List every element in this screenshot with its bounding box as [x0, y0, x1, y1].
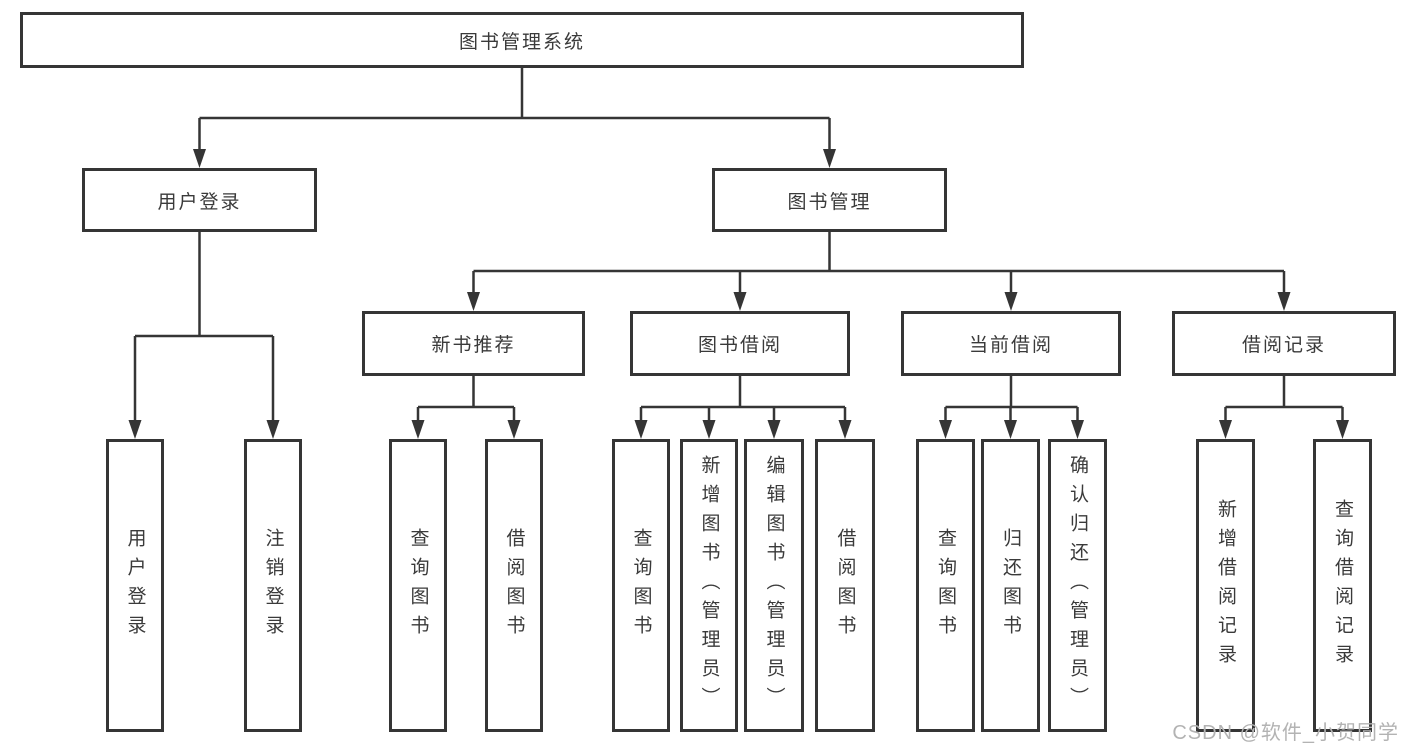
- node-label: 新书推荐: [431, 335, 516, 356]
- leaf-label: 查询借阅记录: [1332, 498, 1353, 673]
- leaf-label: 编辑图书（管理员）: [763, 455, 785, 716]
- leaf-logout: 注销登录: [244, 439, 302, 732]
- leaf-add-borrow-record: 新增借阅记录: [1196, 439, 1255, 732]
- connector-current-borrow-leaves: [944, 376, 1079, 425]
- node-label: 图书借阅: [697, 335, 782, 356]
- leaf-borrow-books: 借阅图书: [815, 439, 875, 732]
- node-new-book-recommend: 新书推荐: [362, 311, 585, 376]
- node-user-login: 用户登录: [82, 168, 317, 232]
- connector-book-mgmt-level3: [472, 232, 1286, 297]
- leaf-label: 借阅图书: [834, 527, 856, 644]
- node-label: 图书管理系统: [458, 31, 585, 53]
- leaf-label: 注销登录: [262, 527, 284, 644]
- node-label: 图书管理: [787, 191, 872, 213]
- leaf-label: 借阅图书: [503, 527, 525, 644]
- connector-root-to-level2: [198, 68, 831, 154]
- leaf-label: 用户登录: [124, 527, 146, 644]
- leaf-label: 新增借阅记录: [1215, 498, 1236, 673]
- leaf-label: 归还图书: [1000, 527, 1021, 644]
- leaf-query-books-borrowing: 查询图书: [612, 439, 670, 732]
- leaf-query-borrow-record: 查询借阅记录: [1313, 439, 1372, 732]
- leaf-edit-books-admin: 编辑图书（管理员）: [744, 439, 804, 732]
- leaf-query-books-recommend: 查询图书: [389, 439, 447, 732]
- leaf-label: 查询图书: [407, 527, 429, 644]
- node-label: 借阅记录: [1241, 335, 1326, 356]
- leaf-return-books: 归还图书: [981, 439, 1040, 732]
- leaf-label: 确认归还（管理员）: [1067, 455, 1088, 716]
- leaf-query-books-current: 查询图书: [916, 439, 975, 732]
- connector-user-login-leaves: [133, 232, 275, 425]
- leaf-label: 新增图书（管理员）: [698, 455, 720, 716]
- leaf-label: 查询图书: [935, 527, 956, 644]
- leaf-user-login: 用户登录: [106, 439, 164, 732]
- connector-new-book-leaves: [416, 376, 516, 425]
- leaf-add-books-admin: 新增图书（管理员）: [680, 439, 738, 732]
- connector-borrow-record-leaves: [1224, 376, 1344, 425]
- node-book-borrowing: 图书借阅: [630, 311, 850, 376]
- node-book-management: 图书管理: [712, 168, 947, 232]
- leaf-label: 查询图书: [630, 527, 652, 644]
- node-label: 用户登录: [157, 191, 242, 213]
- node-current-borrowing: 当前借阅: [901, 311, 1121, 376]
- node-library-management-system: 图书管理系统: [20, 12, 1024, 68]
- leaf-confirm-return-admin: 确认归还（管理员）: [1048, 439, 1107, 732]
- arrowheads: [128, 149, 1349, 439]
- connector-book-borrow-leaves: [639, 376, 847, 425]
- leaf-borrow-books-recommend: 借阅图书: [485, 439, 543, 732]
- node-label: 当前借阅: [968, 335, 1053, 356]
- node-borrowing-records: 借阅记录: [1172, 311, 1396, 376]
